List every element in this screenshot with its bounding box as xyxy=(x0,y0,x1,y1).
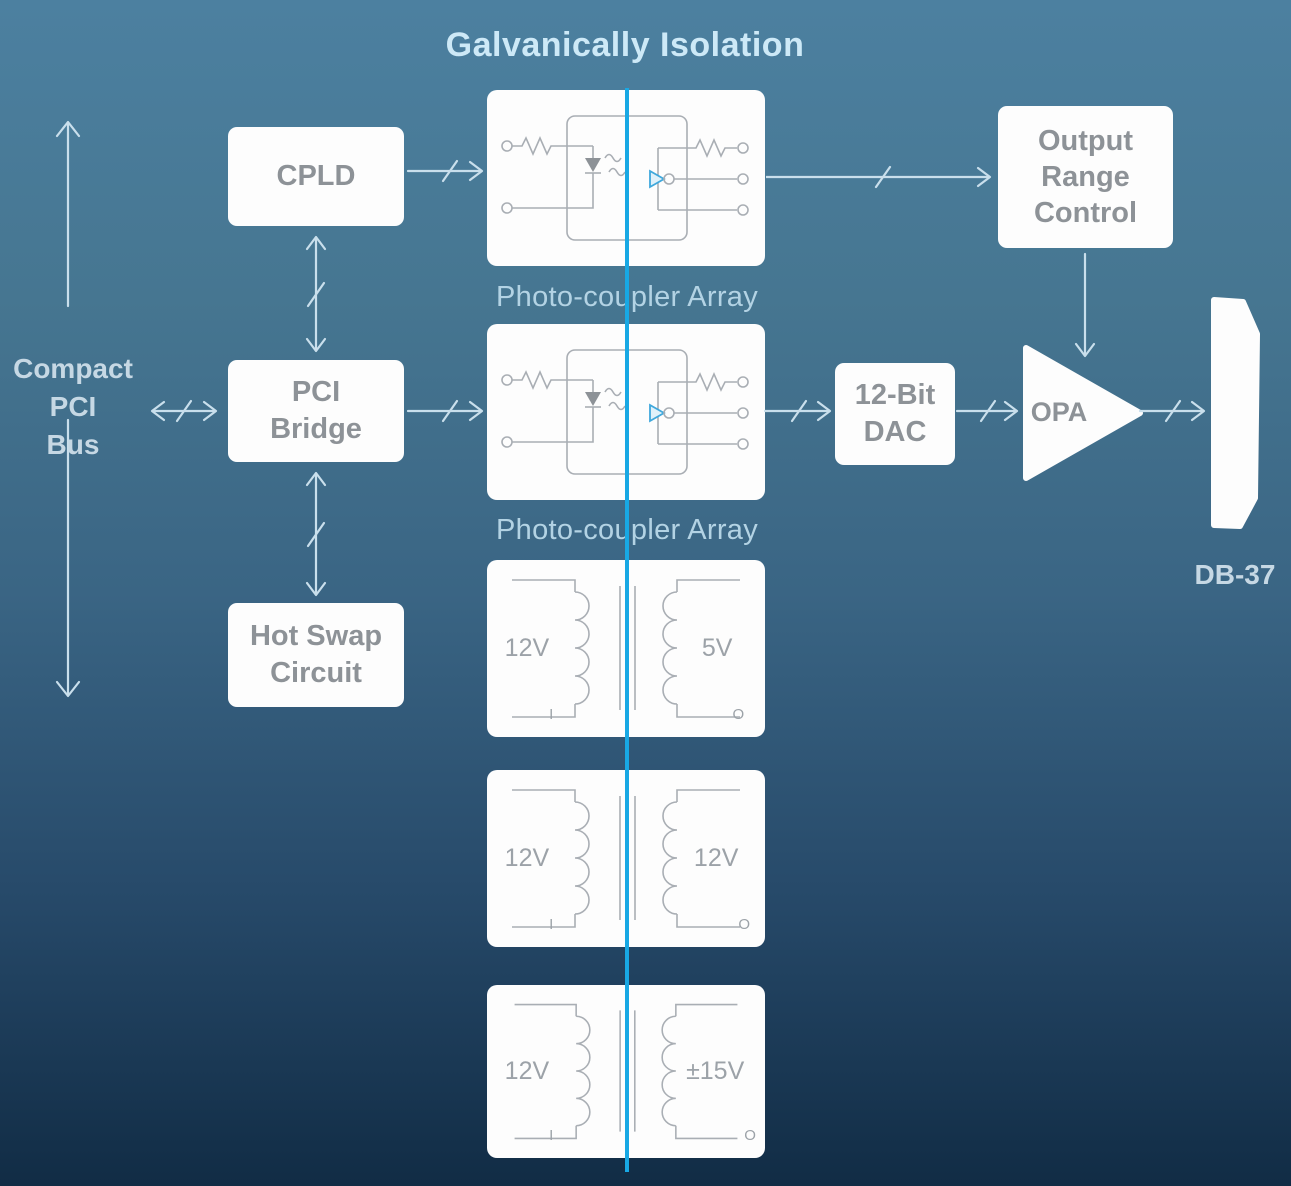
output-range-label-line: Output xyxy=(1037,125,1133,157)
output-range-label-line: Control xyxy=(1033,197,1138,229)
block-output-range-control: Output Range Control xyxy=(998,106,1173,248)
page-title: Galvanically Isolation xyxy=(445,26,805,64)
voltage-text: 12V xyxy=(504,1057,550,1085)
block-pci-bridge: PCI Bridge xyxy=(228,360,404,462)
cpld-to-photocoupler-arrow-icon xyxy=(406,159,484,183)
rangecontrol-to-opa-arrow-icon xyxy=(1074,252,1096,358)
pci-bridge-label-line: Bridge xyxy=(270,413,362,445)
transformer-primary-label: 12V I xyxy=(493,770,565,947)
voltage-sub: I xyxy=(549,916,554,933)
hot-swap-label-line: Circuit xyxy=(270,657,362,689)
photocoupler-to-dac-arrow-icon xyxy=(764,399,832,423)
voltage-sub: O xyxy=(744,1127,756,1144)
voltage-sub: O xyxy=(732,706,745,723)
opa-amplifier xyxy=(1023,345,1143,481)
voltage-text: 12V xyxy=(693,844,739,872)
dac-label-line: 12-Bit xyxy=(854,379,936,411)
bus-bidirectional-arrow-icon xyxy=(150,399,218,423)
dac-label-line: DAC xyxy=(863,416,927,448)
cpld-label: CPLD xyxy=(276,160,356,192)
block-dac: 12-Bit DAC xyxy=(835,363,955,465)
opa-to-db37-arrow-icon xyxy=(1138,399,1206,423)
voltage-sub: O xyxy=(738,916,751,933)
db37-connector xyxy=(1211,297,1260,529)
voltage-sub: I xyxy=(549,1127,554,1144)
output-range-label-line: Range xyxy=(1041,161,1130,193)
block-hot-swap: Hot Swap Circuit xyxy=(228,603,404,707)
compactpci-bus-arrow-icon xyxy=(55,120,81,698)
cpld-bridge-arrow-icon xyxy=(305,235,327,353)
voltage-text: 5V xyxy=(701,634,733,662)
bus-label-line: Bus xyxy=(46,429,100,460)
pci-bridge-label-line: PCI xyxy=(291,376,341,408)
transformer-primary-label: 12V I xyxy=(493,560,565,737)
dac-to-opa-arrow-icon xyxy=(955,399,1019,423)
transformer-secondary-label: 12V O xyxy=(682,770,762,947)
transformer-secondary-label: 5V O xyxy=(685,560,761,737)
opa-label: OPA xyxy=(1030,397,1088,427)
bus-label-line: Compact xyxy=(13,353,133,384)
bridge-to-photocoupler-arrow-icon xyxy=(406,399,484,423)
db37-label: DB-37 xyxy=(1194,559,1276,590)
block-cpld: CPLD xyxy=(228,127,404,226)
photocoupler-to-rangecontrol-arrow-icon xyxy=(766,165,992,189)
transformer-primary-label: 12V I xyxy=(493,985,565,1158)
isolation-barrier-line xyxy=(625,88,629,1172)
hot-swap-label-line: Hot Swap xyxy=(249,620,383,652)
voltage-text: ±15V xyxy=(686,1057,745,1085)
voltage-text: 12V xyxy=(504,844,550,872)
transformer-secondary-label: ±15V O xyxy=(679,985,763,1158)
voltage-sub: I xyxy=(549,706,554,723)
compactpci-bus-label: Compact PCI Bus xyxy=(0,350,146,464)
bridge-hotswap-arrow-icon xyxy=(305,471,327,597)
voltage-text: 12V xyxy=(504,634,550,662)
bus-label-line: PCI xyxy=(49,391,97,422)
